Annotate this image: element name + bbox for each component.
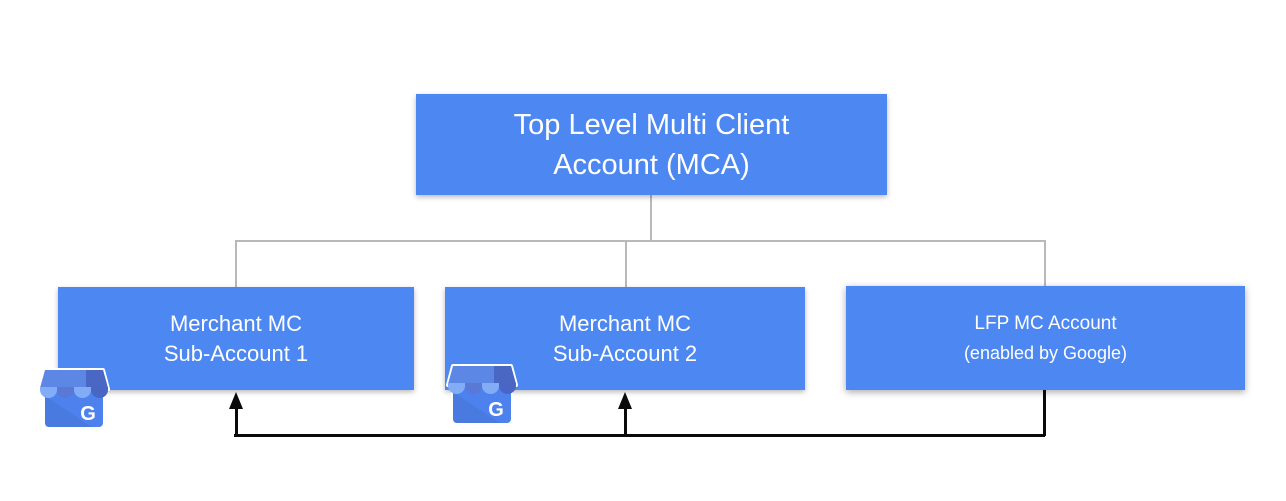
node-merchant-sub-account-1: Merchant MC Sub-Account 1 [58,287,414,390]
awning-stripe-4 [499,383,516,394]
awning-stripe-4 [91,387,108,398]
storefront-body [453,384,511,423]
arrow-line-to-sub1 [235,407,238,436]
awning-top-dark [494,366,516,384]
awning-stripe-2 [57,387,74,398]
storefront-body [45,388,103,427]
google-g-letter: G [488,399,504,421]
awning-stripe-1 [448,383,465,394]
node-lfp-mc-account: LFP MC Account (enabled by Google) [846,286,1245,390]
storefront-fold [45,396,92,427]
arrowhead-up-sub2-icon [618,392,632,409]
tree-line-mca-stem [650,195,652,241]
arrow-line-from-lfp [1043,390,1046,436]
node-label-line2: Sub-Account 1 [163,340,309,366]
node-label-line1: Merchant MC [169,310,303,336]
node-label-line1: Merchant MC [558,310,692,336]
tree-line-drop-sub1 [235,240,237,287]
awning-top-dark [86,370,108,388]
arrowhead-up-sub1-icon [229,392,243,409]
tree-line-drop-sub2 [625,240,627,287]
node-label-line2: Sub-Account 2 [552,340,698,366]
arrow-line-horizontal [234,434,1045,437]
node-label-line1: Top Level Multi Client [513,108,790,141]
storefront-fold [453,392,500,423]
tree-line-horizontal [235,240,1046,242]
node-label-line1: LFP MC Account [974,313,1117,334]
business-profile-storefront-icon: G [446,364,518,425]
google-g-letter: G [80,403,96,425]
node-top-level-mca: Top Level Multi Client Account (MCA) [416,94,887,195]
arrow-line-to-sub2 [624,407,627,436]
awning-stripe-3 [482,383,499,394]
node-label-line2: (enabled by Google) [963,343,1128,363]
node-label-line2: Account (MCA) [553,148,750,181]
awning-stripe-3 [74,387,91,398]
awning-stripe-2 [465,383,482,394]
awning-stripe-1 [40,387,57,398]
business-profile-storefront-icon: G [38,368,110,429]
tree-line-drop-lfp [1044,240,1046,286]
